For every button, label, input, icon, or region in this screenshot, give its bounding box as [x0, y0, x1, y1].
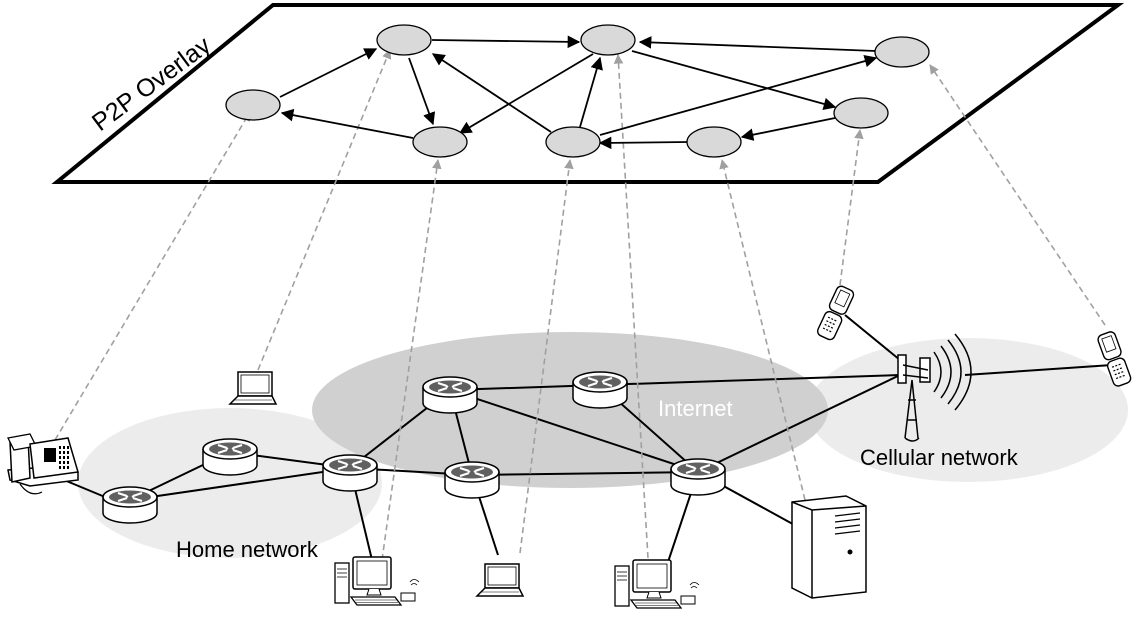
overlay-node	[874, 36, 930, 68]
overlay-node	[545, 126, 601, 158]
router-icon	[444, 461, 500, 499]
cell-tower-icon	[897, 333, 972, 442]
flip-phone-icon	[815, 283, 856, 342]
home-network-label: Home network	[176, 537, 319, 562]
laptop-icon	[476, 563, 524, 597]
overlay-nodes	[225, 24, 930, 158]
laptop-icon	[229, 371, 277, 405]
network-regions	[78, 332, 1128, 558]
router-icon	[202, 438, 258, 476]
desktop-pc-icon	[334, 556, 420, 606]
router-icon	[422, 376, 478, 414]
overlay-node	[686, 126, 742, 158]
overlay-node	[376, 24, 432, 56]
router-icon	[572, 371, 628, 409]
overlay-node	[412, 126, 468, 158]
router-icon	[670, 458, 726, 496]
overlay-mappings	[54, 49, 1106, 561]
overlay-node	[225, 89, 281, 121]
internet-label: Internet	[658, 396, 733, 421]
overlay-node	[580, 24, 636, 56]
server-tower-icon	[791, 495, 867, 599]
desktop-pc-icon	[614, 559, 700, 609]
overlay-node	[833, 97, 889, 129]
desk-phone-icon	[7, 433, 79, 495]
router-icon	[102, 486, 158, 524]
overlay-edges	[279, 35, 878, 150]
router-icon	[322, 454, 378, 492]
cellular-network-label: Cellular network	[860, 445, 1019, 470]
